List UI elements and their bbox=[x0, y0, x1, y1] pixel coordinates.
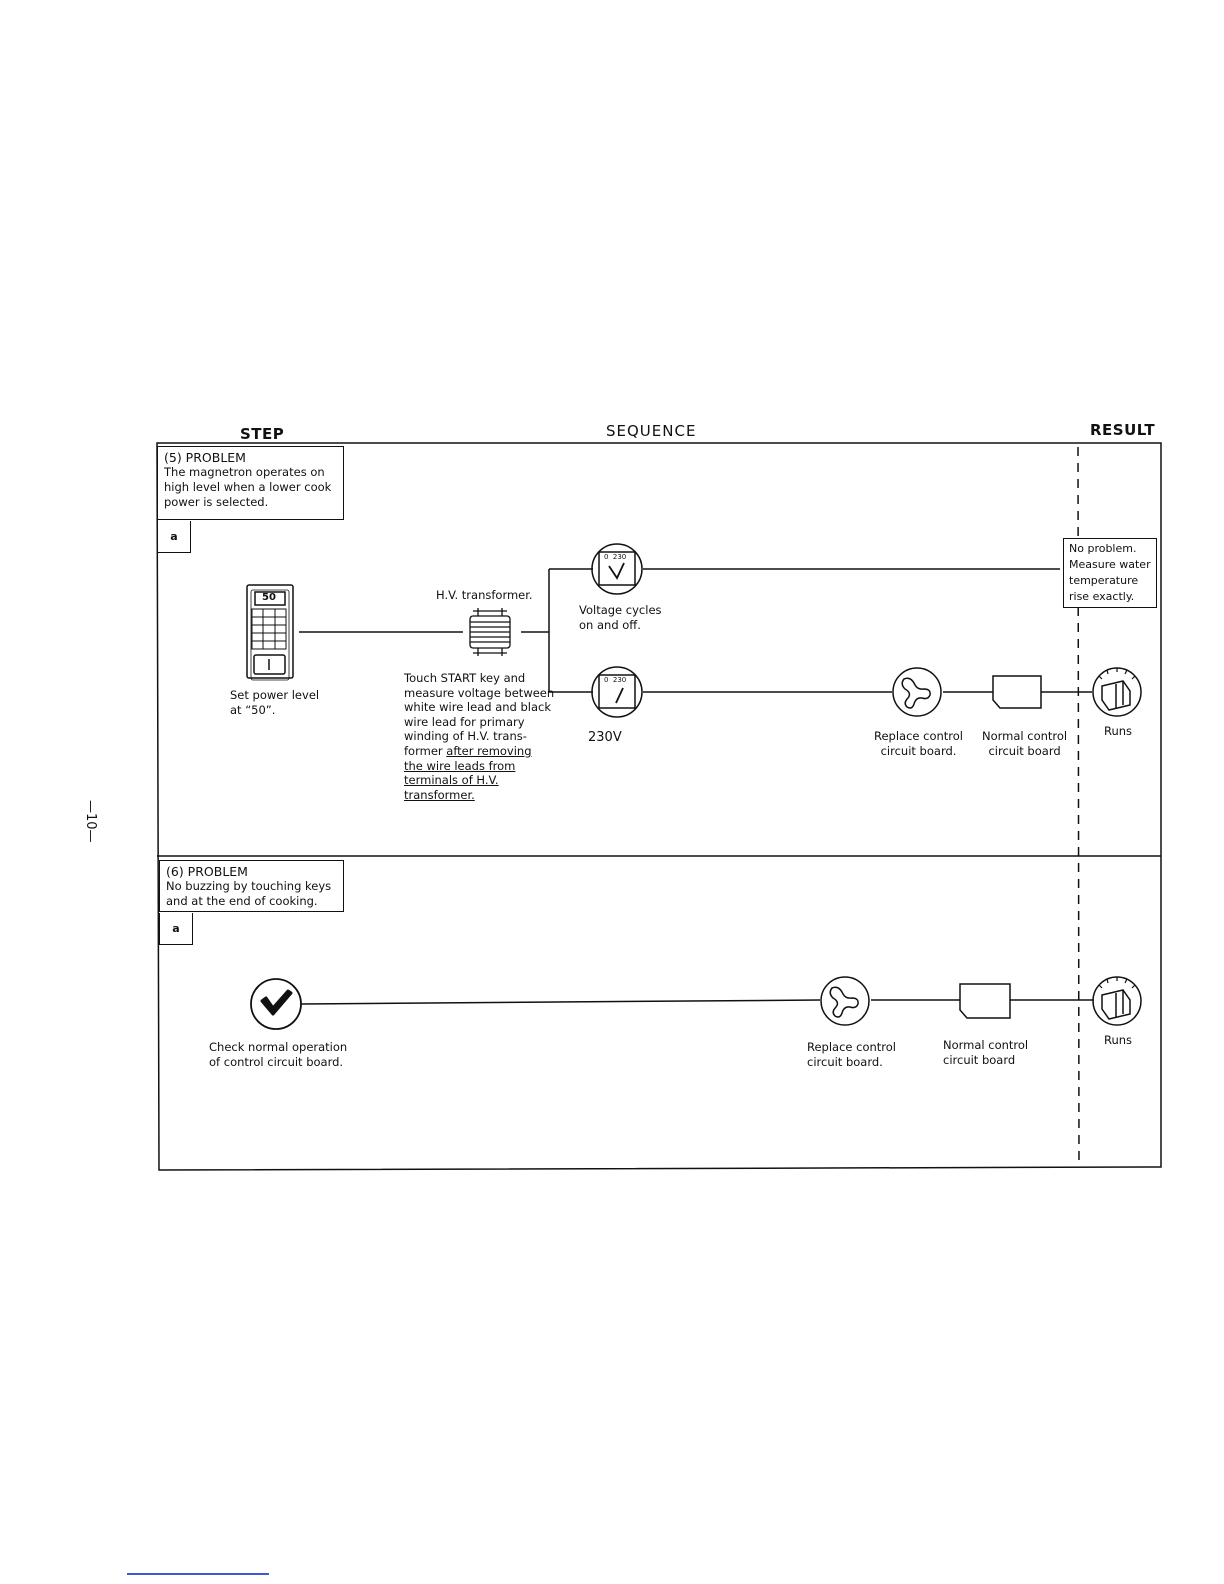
replace-label: Replace control circuit board. bbox=[874, 729, 963, 759]
no-problem-box: No problem. Measure water temperature ri… bbox=[1063, 538, 1157, 608]
footer-link-line bbox=[127, 1573, 269, 1575]
label-line: Voltage cycles bbox=[579, 603, 662, 617]
note-line-underlined: transformer. bbox=[404, 787, 475, 802]
label-line: No problem. bbox=[1069, 542, 1137, 555]
circuit-board-icon bbox=[992, 675, 1042, 709]
label-line: rise exactly. bbox=[1069, 590, 1135, 603]
circuit-board-icon bbox=[959, 983, 1011, 1019]
check-icon bbox=[250, 978, 302, 1030]
label-line: Measure water bbox=[1069, 558, 1151, 571]
label-line: on and off. bbox=[579, 618, 641, 632]
label-line: Normal control bbox=[982, 729, 1068, 743]
label-line: circuit board bbox=[943, 1053, 1016, 1067]
voltage-value: 230V bbox=[588, 730, 622, 745]
normal-label: Normal control circuit board bbox=[982, 729, 1067, 759]
normal-label: Normal control circuit board bbox=[943, 1038, 1028, 1068]
keypad-icon bbox=[246, 584, 294, 681]
label-line: temperature bbox=[1069, 574, 1139, 587]
problem-6-box: (6) PROBLEM No buzzing by touching keys … bbox=[159, 860, 344, 912]
label-line: Replace control bbox=[807, 1040, 897, 1054]
step-tag: a bbox=[159, 913, 193, 945]
problem-line: power is selected. bbox=[164, 495, 269, 509]
note-line: winding of H.V. trans- bbox=[404, 729, 527, 744]
replace-tool-icon bbox=[892, 667, 942, 717]
problem-line: and at the end of cooking. bbox=[166, 894, 318, 908]
meter-scale: 0 230 bbox=[604, 676, 627, 684]
label-line: at “50”. bbox=[230, 703, 276, 717]
label-line: circuit board. bbox=[880, 744, 957, 758]
meter-scale: 0 230 bbox=[604, 553, 627, 561]
header-step: STEP bbox=[240, 425, 285, 443]
voltmeter-icon bbox=[591, 543, 643, 595]
problem-line: No buzzing by touching keys bbox=[166, 879, 332, 893]
label-line: Check normal operation bbox=[209, 1040, 348, 1054]
problem-line: The magnetron operates on bbox=[164, 465, 325, 479]
note-line: wire lead for primary bbox=[404, 714, 525, 729]
problem-line: high level when a lower cook bbox=[164, 480, 332, 494]
keypad-display: 50 bbox=[262, 592, 276, 603]
note-text-underlined: after removing bbox=[446, 743, 532, 758]
outer-frame bbox=[156, 442, 1162, 1171]
problem-title: (5) PROBLEM bbox=[164, 450, 246, 465]
label-line: Set power level bbox=[230, 688, 320, 702]
wire-check-replace bbox=[300, 999, 821, 1005]
transformer-label: H.V. transformer. bbox=[436, 588, 533, 602]
replace-label: Replace control circuit board. bbox=[807, 1040, 896, 1070]
label-line: circuit board bbox=[988, 744, 1061, 758]
transformer-icon bbox=[469, 608, 511, 656]
label-line: circuit board. bbox=[807, 1055, 883, 1069]
note-text: former bbox=[404, 743, 447, 758]
set-power-label: Set power level at “50”. bbox=[230, 688, 319, 718]
runs-label: Runs bbox=[1104, 724, 1133, 738]
step-tag: a bbox=[157, 521, 191, 553]
voltmeter-icon bbox=[591, 666, 643, 718]
label-line: Replace control bbox=[874, 729, 964, 743]
oven-runs-icon bbox=[1092, 976, 1142, 1026]
voltage-cycles-label: Voltage cycles on and off. bbox=[579, 603, 662, 633]
note-line: white wire lead and black bbox=[404, 700, 552, 715]
header-result: RESULT bbox=[1090, 421, 1156, 439]
problem-title: (6) PROBLEM bbox=[166, 864, 248, 879]
oven-runs-icon bbox=[1092, 667, 1142, 717]
touch-start-note: Touch START key and measure voltage betw… bbox=[404, 671, 554, 802]
label-line: of control circuit board. bbox=[209, 1055, 344, 1069]
check-label: Check normal operation of control circui… bbox=[209, 1040, 347, 1070]
note-line-underlined: terminals of H.V. bbox=[404, 773, 499, 788]
note-line: Touch START key and bbox=[404, 671, 526, 685]
replace-tool-icon bbox=[820, 976, 870, 1026]
problem-5-box: (5) PROBLEM The magnetron operates on hi… bbox=[157, 446, 344, 520]
note-line-underlined: the wire leads from bbox=[404, 758, 516, 773]
runs-label: Runs bbox=[1104, 1033, 1133, 1047]
header-sequence: SEQUENCE bbox=[606, 422, 697, 440]
note-line: measure voltage between bbox=[404, 685, 555, 700]
label-line: Normal control bbox=[943, 1038, 1029, 1052]
note-line: former after removing bbox=[404, 744, 554, 759]
